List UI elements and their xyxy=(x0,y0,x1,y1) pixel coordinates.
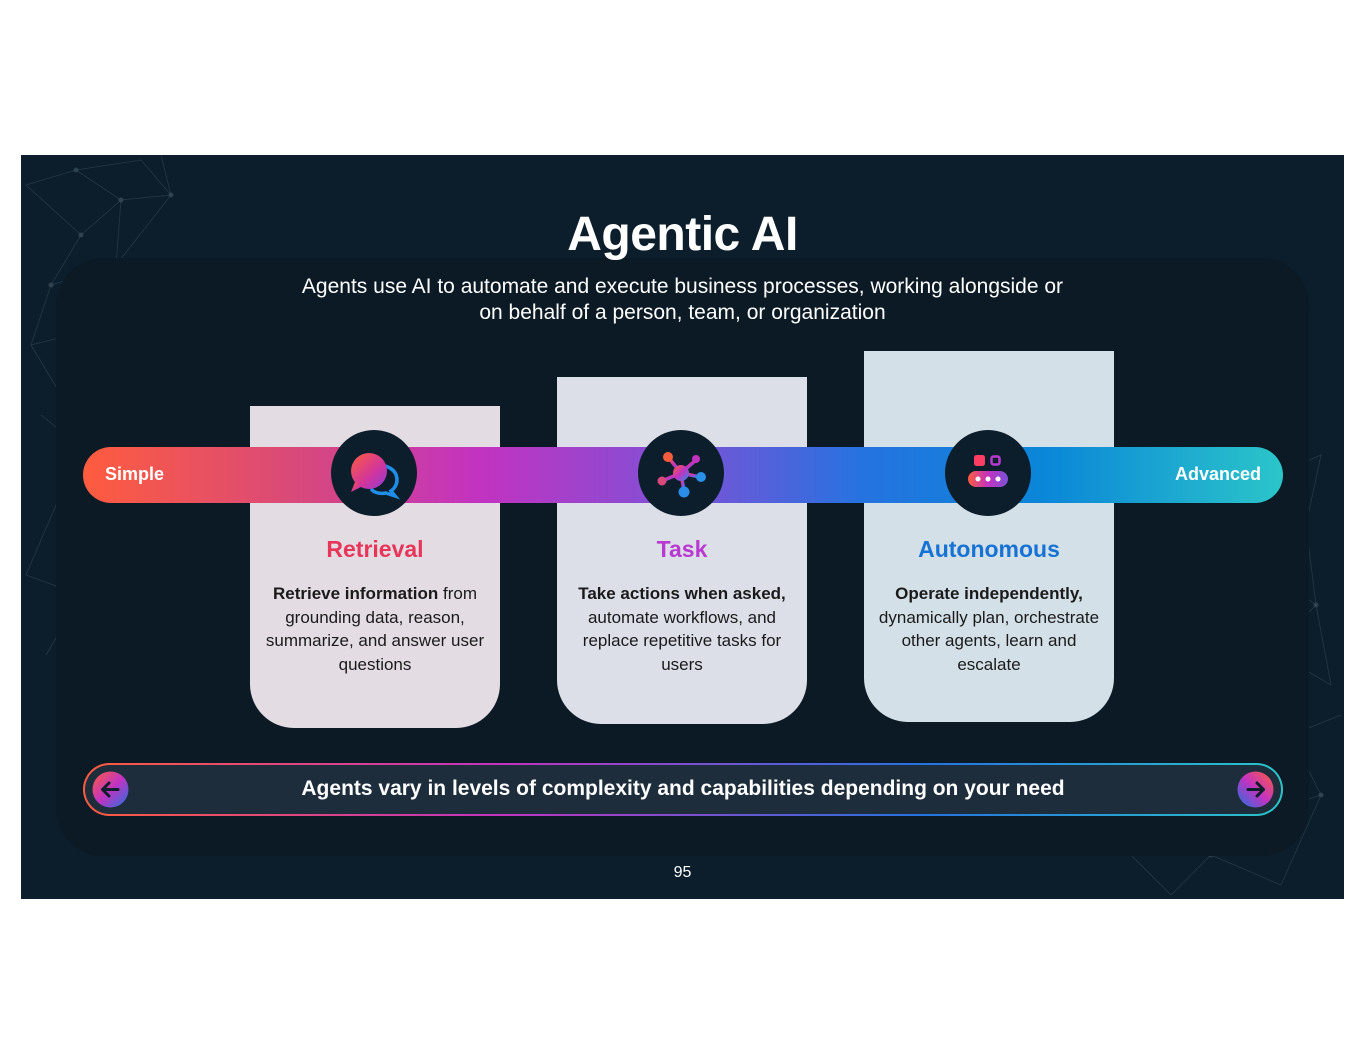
card-title: Autonomous xyxy=(918,536,1060,562)
card-description: Operate independently, dynamically plan,… xyxy=(874,582,1104,676)
card-description-rest: dynamically plan, orchestrate other agen… xyxy=(878,607,1100,674)
slide-subtitle: Agents use AI to automate and execute bu… xyxy=(261,274,1104,326)
prev-button[interactable] xyxy=(92,771,129,808)
summary-text: Agents vary in levels of complexity and … xyxy=(301,777,1065,800)
card-description-rest: from grounding data, reason, summarize, … xyxy=(265,584,485,674)
next-button[interactable] xyxy=(1237,771,1274,808)
page-number: 95 xyxy=(673,864,692,881)
card-description-bold: Operate independently, xyxy=(895,584,1083,603)
retrieval-node xyxy=(331,430,417,516)
slide-title: Agentic AI xyxy=(567,208,798,261)
scale-start-label: Simple xyxy=(105,464,165,484)
summary-bar: Agents vary in levels of complexity and … xyxy=(83,763,1283,816)
arrow-left-icon xyxy=(92,771,129,808)
autonomous-node xyxy=(945,430,1031,516)
task-node xyxy=(638,430,724,516)
chat-bubbles-icon xyxy=(351,453,401,500)
subtitle-line-1: Agents use AI to automate and execute bu… xyxy=(301,275,1064,298)
card-description-bold: Retrieve information xyxy=(272,584,439,603)
subtitle-line-2: on behalf of a person, team, or organiza… xyxy=(479,301,886,324)
card-title: Task xyxy=(656,536,708,562)
card-autonomous: Autonomous Operate independently, dynami… xyxy=(864,351,1114,722)
card-description: Take actions when asked, automate workfl… xyxy=(567,582,797,676)
summary-bar-inner: Agents vary in levels of complexity and … xyxy=(85,765,1281,814)
network-nodes-icon xyxy=(657,452,706,498)
conveyor-blocks-icon xyxy=(968,455,1008,487)
card-title: Retrieval xyxy=(326,536,424,562)
slide: Agentic AI Agents use AI to automate and… xyxy=(21,155,1344,899)
scale-end-label: Advanced xyxy=(1174,464,1261,484)
arrow-right-icon xyxy=(1237,771,1274,808)
card-description: Retrieve information from grounding data… xyxy=(260,582,490,676)
card-description-bold: Take actions when asked, xyxy=(578,584,786,603)
card-description-rest: automate workflows, and replace repetiti… xyxy=(582,607,782,674)
